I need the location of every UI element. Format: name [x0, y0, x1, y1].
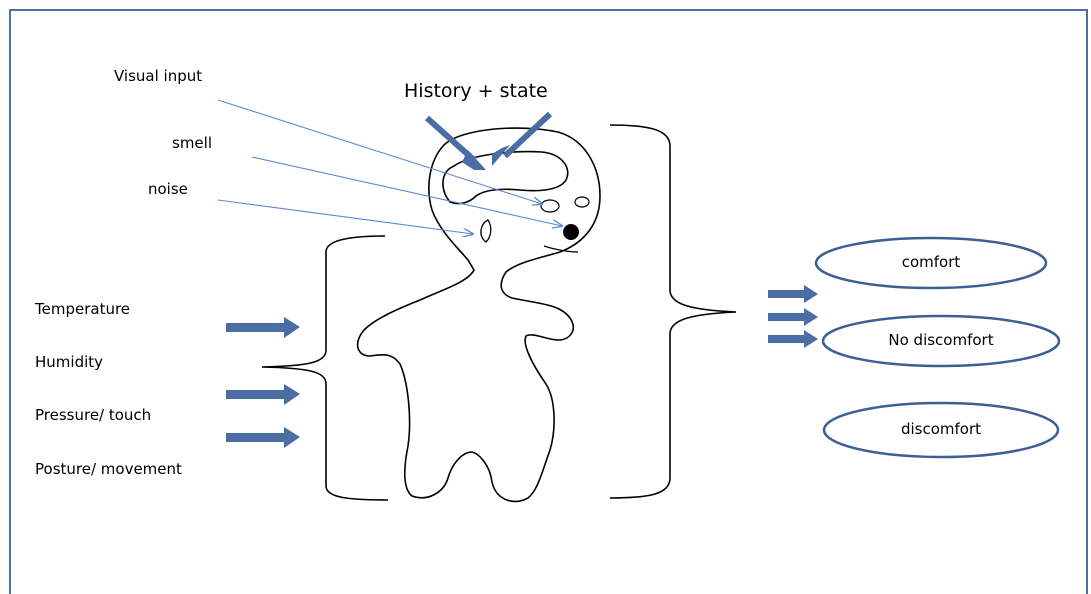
noise-line: [217, 199, 473, 234]
history-arrow-left: [425, 115, 486, 170]
smell-label: smell: [172, 134, 212, 152]
posture-movement-label: Posture/ movement: [35, 460, 182, 478]
output-arrow-3: [768, 330, 818, 348]
history-state-title: History + state: [404, 80, 548, 102]
nose-icon: [563, 224, 579, 240]
output-arrow-2: [768, 308, 818, 326]
human-figure-outline: [356, 127, 601, 503]
eye-right-icon: [574, 196, 590, 208]
body-input-arrow-2: [226, 384, 300, 405]
right-brace: [609, 124, 737, 499]
eye-left-icon: [540, 199, 560, 213]
no-discomfort-label: No discomfort: [888, 331, 994, 349]
body-input-arrow-3: [226, 427, 300, 448]
noise-label: noise: [148, 180, 188, 198]
mouth-icon: [543, 245, 579, 253]
body-input-arrow-1: [226, 317, 300, 338]
discomfort-label: discomfort: [900, 420, 982, 438]
history-arrow-right: [492, 111, 553, 166]
diagram-frame: [9, 9, 1088, 594]
comfort-oval: [814, 236, 1048, 290]
visual-input-label: Visual input: [114, 67, 203, 85]
ear-icon: [480, 219, 492, 243]
pressure-touch-label: Pressure/ touch: [35, 406, 152, 424]
brain-shape: [442, 150, 569, 205]
temperature-label: Temperature: [35, 300, 131, 318]
humidity-label: Humidity: [35, 353, 104, 371]
left-brace: [261, 235, 389, 501]
discomfort-oval: [822, 401, 1060, 459]
comfort-label: comfort: [901, 253, 961, 271]
no-discomfort-oval: [821, 314, 1061, 368]
smell-line: [251, 156, 562, 226]
output-arrow-1: [768, 285, 818, 303]
visual-input-line: [217, 99, 542, 204]
